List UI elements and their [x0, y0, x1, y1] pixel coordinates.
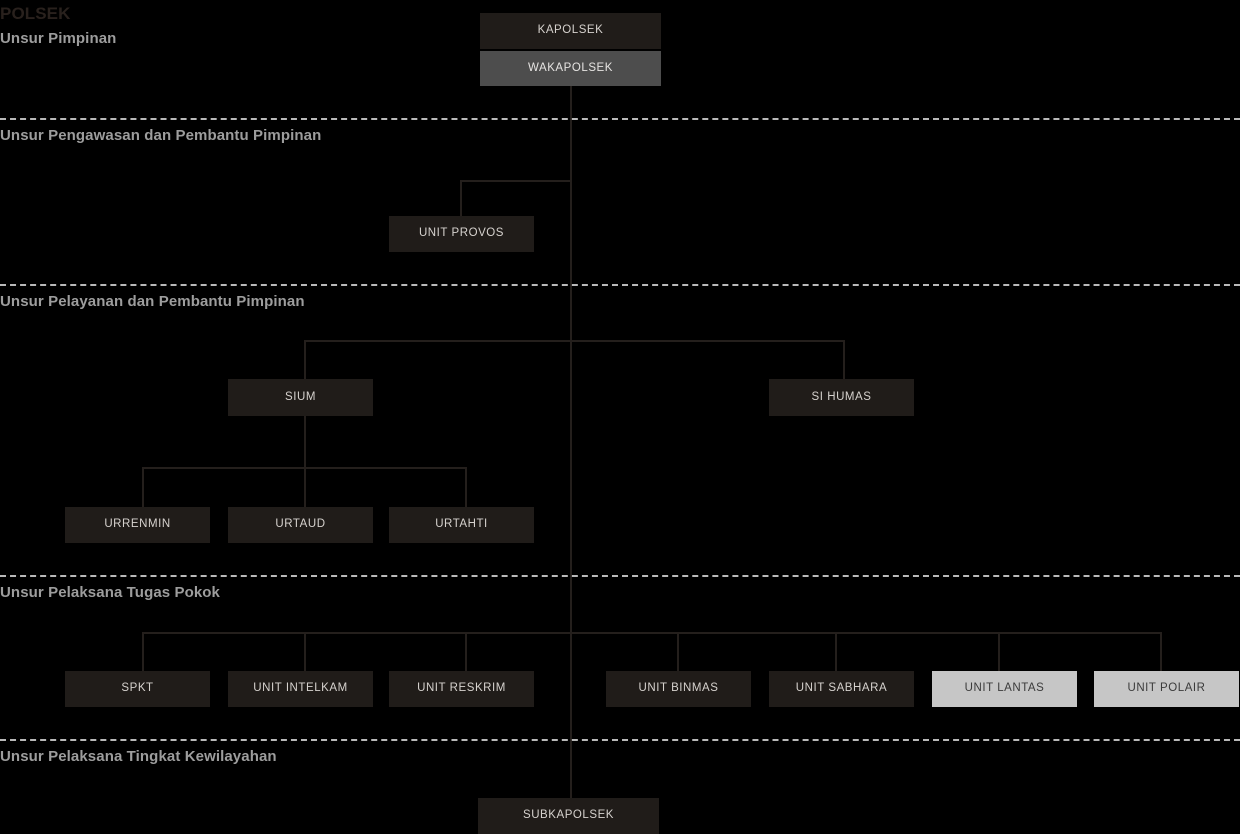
connector-sium-humas-bar [304, 340, 845, 342]
section-label-pimpinan: Unsur Pimpinan [0, 30, 117, 47]
connector-reskrim-drop [465, 632, 467, 671]
node-wakapolsek[interactable]: WAKAPOLSEK [480, 51, 661, 86]
node-unit-sabhara[interactable]: UNIT SABHARA [769, 671, 914, 707]
section-label-pengawasan: Unsur Pengawasan dan Pembantu Pimpinan [0, 127, 322, 144]
node-urtahti[interactable]: URTAHTI [389, 507, 534, 543]
connector-pelaksana-bar [142, 632, 1162, 634]
connector-urrenmin-drop [142, 467, 144, 507]
connector-lantas-drop [998, 632, 1000, 671]
node-unit-polair[interactable]: UNIT POLAIR [1094, 671, 1239, 707]
node-si-humas[interactable]: SI HUMAS [769, 379, 914, 416]
node-unit-intelkam[interactable]: UNIT INTELKAM [228, 671, 373, 707]
connector-main-spine [570, 86, 572, 798]
connector-sium-drop [304, 340, 306, 380]
divider-pengawasan [0, 118, 1240, 120]
connector-provos-horizontal [460, 180, 571, 182]
connector-intelkam-drop [304, 632, 306, 671]
node-unit-reskrim[interactable]: UNIT RESKRIM [389, 671, 534, 707]
connector-binmas-drop [677, 632, 679, 671]
node-unit-binmas[interactable]: UNIT BINMAS [606, 671, 751, 707]
node-urrenmin[interactable]: URRENMIN [65, 507, 210, 543]
node-sium[interactable]: SIUM [228, 379, 373, 416]
connector-provos-drop [460, 180, 462, 217]
section-label-pelaksana: Unsur Pelaksana Tugas Pokok [0, 584, 221, 601]
connector-polair-drop [1160, 632, 1162, 671]
section-label-kewilayahan: Unsur Pelaksana Tingkat Kewilayahan [0, 748, 277, 765]
connector-sihumas-drop [843, 340, 845, 380]
connector-spkt-drop [142, 632, 144, 671]
node-kapolsek[interactable]: KAPOLSEK [480, 13, 661, 49]
divider-pelaksana [0, 575, 1240, 577]
divider-kewilayahan [0, 739, 1240, 741]
divider-pelayanan [0, 284, 1240, 286]
page-title: POLSEK [0, 4, 71, 23]
node-spkt[interactable]: SPKT [65, 671, 210, 707]
section-label-pelayanan: Unsur Pelayanan dan Pembantu Pimpinan [0, 293, 305, 310]
connector-sium-to-ur-bar [304, 416, 306, 508]
node-unit-lantas[interactable]: UNIT LANTAS [932, 671, 1077, 707]
node-subkapolsek[interactable]: SUBKAPOLSEK [478, 798, 659, 834]
connector-urtahti-drop [465, 467, 467, 507]
connector-ur-bar [142, 467, 467, 469]
node-urtaud[interactable]: URTAUD [228, 507, 373, 543]
connector-sabhara-drop [835, 632, 837, 671]
node-unit-provos[interactable]: UNIT PROVOS [389, 216, 534, 252]
